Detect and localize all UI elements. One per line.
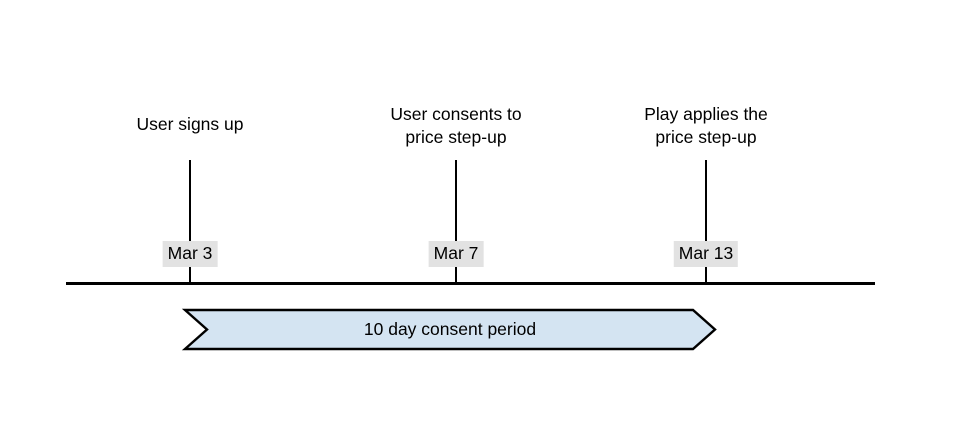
event-date-chip-signup: Mar 3 [162, 241, 218, 267]
event-caption-signup: User signs up [136, 114, 244, 134]
event-caption-consent: User consents to price step-up [390, 104, 522, 147]
timeline-axis-line [66, 282, 875, 285]
event-date-chip-consent: Mar 7 [428, 241, 484, 267]
consent-period-arrow-shape [181, 308, 717, 351]
consent-period-banner[interactable]: 10 day consent period [181, 308, 717, 351]
event-tick-line-apply [705, 160, 707, 284]
event-date-chip-apply: Mar 13 [673, 241, 739, 267]
event-tick-line-consent [455, 160, 457, 284]
event-tick-line-signup [189, 160, 191, 284]
event-caption-apply: Play applies the price step-up [644, 104, 768, 147]
